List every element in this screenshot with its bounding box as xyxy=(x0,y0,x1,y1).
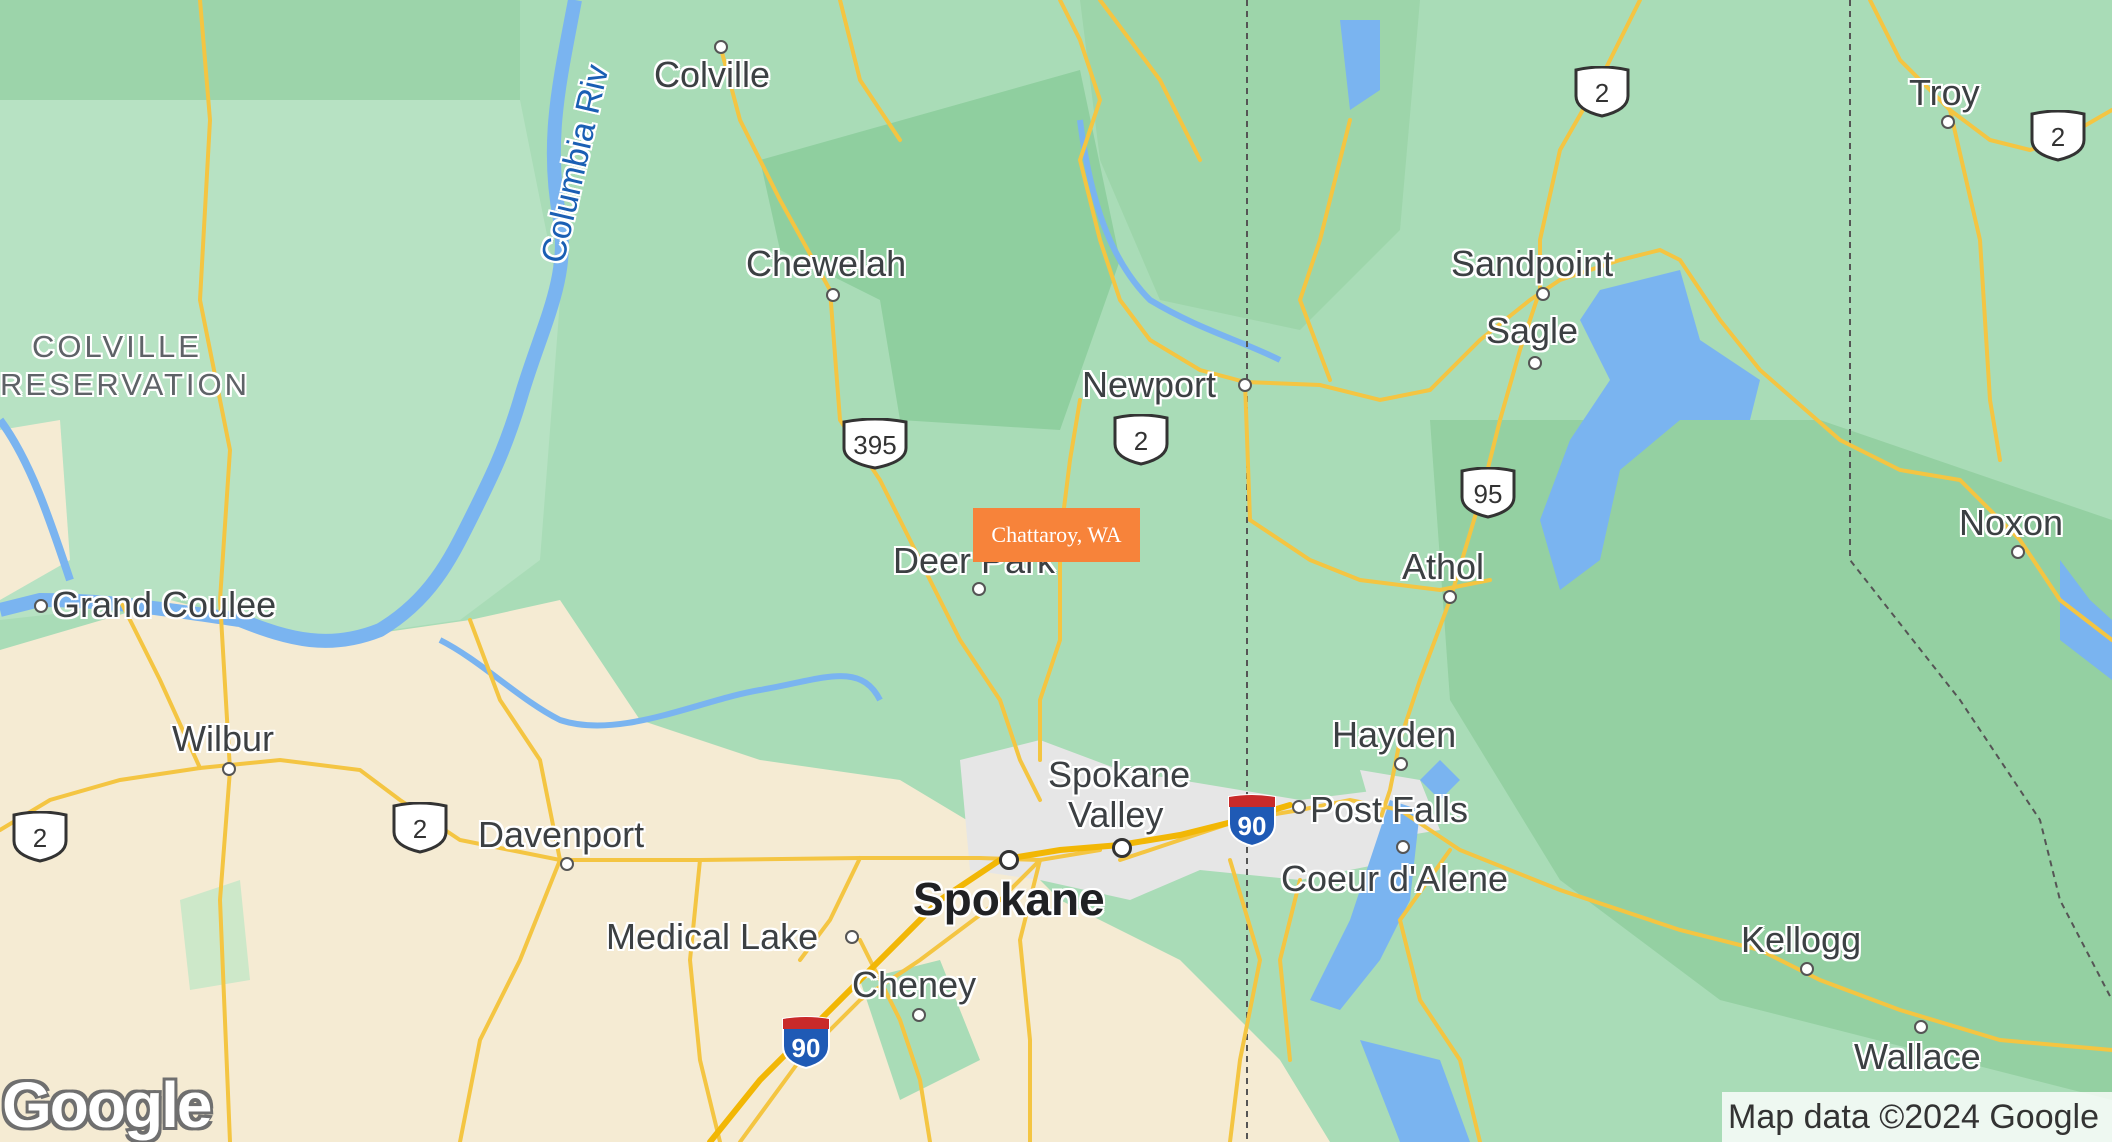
sagle-dot xyxy=(1528,356,1542,370)
location-marker[interactable]: Chattaroy, WA xyxy=(973,508,1140,562)
post-falls-dot xyxy=(1292,800,1306,814)
athol-dot xyxy=(1443,590,1457,604)
kellogg-dot xyxy=(1800,962,1814,976)
us-route-shield: 95 xyxy=(1458,466,1518,519)
grand-coulee-dot xyxy=(34,599,48,613)
us-route-shield: 2 xyxy=(1572,65,1632,118)
place-newport[interactable]: Newport xyxy=(1082,364,1217,405)
place-hayden[interactable]: Hayden xyxy=(1332,714,1457,755)
us-route-shield: 2 xyxy=(10,810,70,863)
us-route-shield: 2 xyxy=(2028,109,2088,162)
reservation-label: COLVILLE RESERVATION xyxy=(0,328,250,404)
place-spokane-valley-2[interactable]: Valley xyxy=(1068,794,1164,835)
place-post-falls[interactable]: Post Falls xyxy=(1310,789,1469,830)
place-noxon[interactable]: Noxon xyxy=(1959,502,2064,543)
chewelah-dot xyxy=(826,288,840,302)
sandpoint-dot xyxy=(1536,287,1550,301)
google-logo: Google xyxy=(2,1069,212,1141)
newport-dot xyxy=(1238,378,1252,392)
place-cheney[interactable]: Cheney xyxy=(852,964,977,1005)
colville-dot xyxy=(714,40,728,54)
us-route-shield: 395 xyxy=(840,417,910,470)
troy-dot xyxy=(1941,115,1955,129)
noxon-dot xyxy=(2011,545,2025,559)
place-wallace[interactable]: Wallace xyxy=(1854,1036,1981,1077)
reservation-line-2: RESERVATION xyxy=(0,367,251,402)
hayden-dot xyxy=(1394,757,1408,771)
place-spokane[interactable]: Spokane xyxy=(913,873,1105,925)
wilbur-dot xyxy=(222,762,236,776)
davenport-dot xyxy=(560,857,574,871)
place-sandpoint[interactable]: Sandpoint xyxy=(1451,243,1614,284)
place-wilbur[interactable]: Wilbur xyxy=(172,718,275,759)
place-troy[interactable]: Troy xyxy=(1909,72,1980,113)
place-medical-lake[interactable]: Medical Lake xyxy=(606,916,819,957)
place-athol[interactable]: Athol xyxy=(1402,546,1485,587)
map-attribution[interactable]: Map data ©2024 Google xyxy=(1722,1092,2112,1142)
place-coeur-dalene[interactable]: Coeur d'Alene xyxy=(1281,858,1509,899)
medical-lake-dot xyxy=(845,930,859,944)
spokane-dot xyxy=(999,850,1019,870)
place-davenport[interactable]: Davenport xyxy=(478,814,645,855)
deer-park-dot xyxy=(972,582,986,596)
spokane-valley-dot xyxy=(1112,838,1132,858)
place-grand-coulee[interactable]: Grand Coulee xyxy=(52,584,277,625)
coeur-dalene-dot xyxy=(1396,840,1410,854)
place-kellogg[interactable]: Kellogg xyxy=(1741,919,1862,960)
place-chewelah[interactable]: Chewelah xyxy=(746,243,907,284)
wallace-dot xyxy=(1914,1020,1928,1034)
interstate-shield: 90 xyxy=(780,1016,832,1070)
interstate-shield: 90 xyxy=(1226,794,1278,848)
place-spokane-valley-1[interactable]: Spokane xyxy=(1048,754,1191,795)
reservation-line-1: COLVILLE xyxy=(32,329,202,364)
place-sagle[interactable]: Sagle xyxy=(1486,310,1579,351)
cheney-dot xyxy=(912,1008,926,1022)
us-route-shield: 2 xyxy=(1111,413,1171,466)
us-route-shield: 2 xyxy=(390,801,450,854)
place-colville[interactable]: Colville xyxy=(654,54,771,95)
